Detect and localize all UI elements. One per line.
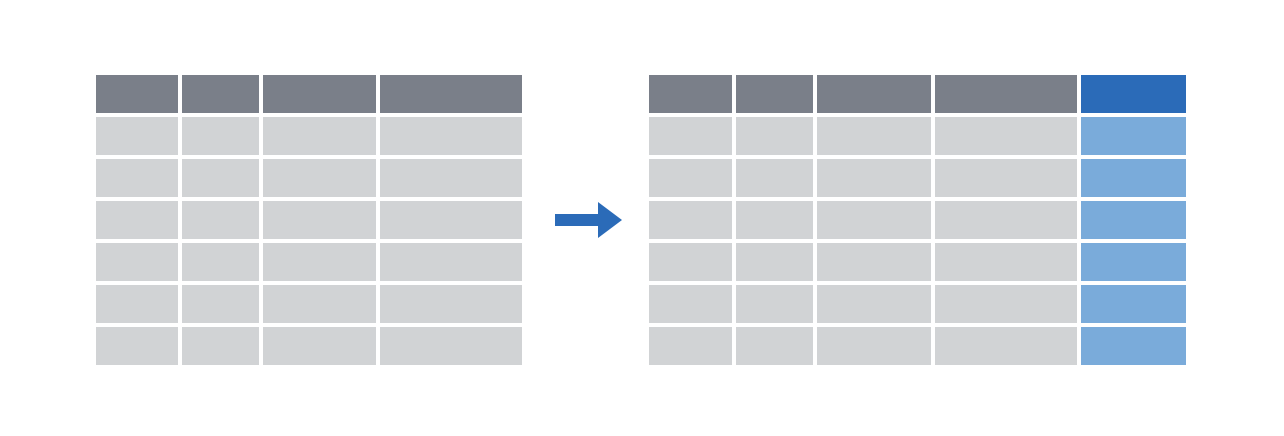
after-data-cell-new-column	[1081, 201, 1186, 239]
before-data-cell	[96, 201, 178, 239]
after-header-cell	[736, 75, 813, 113]
after-data-cell	[736, 117, 813, 155]
before-header-cell	[96, 75, 178, 113]
after-data-cell	[649, 201, 732, 239]
after-data-cell-new-column	[1081, 243, 1186, 281]
after-data-cell	[935, 327, 1077, 365]
before-data-cell	[380, 285, 522, 323]
before-header-cell	[182, 75, 259, 113]
after-data-cell	[817, 285, 931, 323]
after-data-cell	[736, 243, 813, 281]
before-data-cell	[182, 327, 259, 365]
table-after	[649, 75, 1186, 365]
after-header-cell	[649, 75, 732, 113]
before-data-cell	[380, 243, 522, 281]
after-data-cell	[649, 117, 732, 155]
before-data-cell	[96, 327, 178, 365]
after-data-cell	[649, 327, 732, 365]
after-data-cell-new-column	[1081, 327, 1186, 365]
after-data-cell	[817, 117, 931, 155]
after-data-cell	[935, 285, 1077, 323]
after-data-cell	[935, 117, 1077, 155]
before-data-cell	[263, 285, 376, 323]
before-data-cell	[182, 243, 259, 281]
before-data-cell	[96, 117, 178, 155]
table-before	[96, 75, 522, 365]
before-data-cell	[263, 201, 376, 239]
before-header-cell	[380, 75, 522, 113]
after-data-cell	[817, 201, 931, 239]
before-data-cell	[380, 327, 522, 365]
after-header-cell	[935, 75, 1077, 113]
before-data-cell	[96, 243, 178, 281]
before-data-cell	[380, 117, 522, 155]
after-header-cell-new-column	[1081, 75, 1186, 113]
before-data-cell	[182, 159, 259, 197]
before-data-cell	[182, 285, 259, 323]
after-data-cell	[649, 243, 732, 281]
after-data-cell	[649, 159, 732, 197]
before-data-cell	[182, 201, 259, 239]
before-data-cell	[96, 159, 178, 197]
after-data-cell	[736, 327, 813, 365]
after-data-cell	[649, 285, 732, 323]
after-data-cell-new-column	[1081, 159, 1186, 197]
right-arrow-icon	[555, 202, 622, 238]
before-data-cell	[263, 117, 376, 155]
before-data-cell	[380, 159, 522, 197]
before-data-cell	[96, 285, 178, 323]
after-data-cell	[935, 159, 1077, 197]
after-data-cell	[817, 243, 931, 281]
after-header-cell	[817, 75, 931, 113]
before-data-cell	[263, 243, 376, 281]
after-data-cell	[935, 201, 1077, 239]
before-data-cell	[182, 117, 259, 155]
before-header-cell	[263, 75, 376, 113]
after-data-cell-new-column	[1081, 285, 1186, 323]
after-data-cell-new-column	[1081, 117, 1186, 155]
after-data-cell	[736, 201, 813, 239]
after-data-cell	[935, 243, 1077, 281]
after-data-cell	[817, 327, 931, 365]
before-data-cell	[263, 159, 376, 197]
before-data-cell	[263, 327, 376, 365]
after-data-cell	[736, 285, 813, 323]
after-data-cell	[817, 159, 931, 197]
after-data-cell	[736, 159, 813, 197]
before-data-cell	[380, 201, 522, 239]
